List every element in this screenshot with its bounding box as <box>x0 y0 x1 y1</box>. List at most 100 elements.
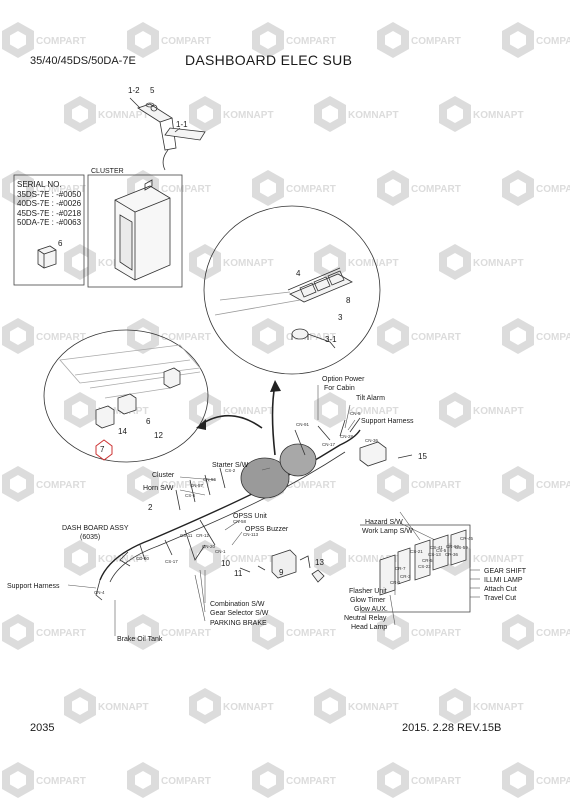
cluster-box-label: CLUSTER <box>91 168 124 175</box>
detail-circle-top <box>203 205 381 375</box>
watermark-text: KOMNAPT <box>223 110 274 121</box>
label-travel-cut: Travel Cut <box>484 595 516 602</box>
part-number: 10 <box>221 559 230 568</box>
watermark-text: KOMNAPT <box>223 406 274 417</box>
watermark-text: COMPART <box>161 184 211 195</box>
watermark-text: KOMNAPT <box>473 554 524 565</box>
watermark-text: COMPART <box>411 36 461 47</box>
label-tilt-alarm: Tilt Alarm <box>356 395 385 402</box>
connector-code: CR-62 <box>446 544 460 549</box>
arrow-to-left-detail <box>199 414 263 429</box>
page-title: DASHBOARD ELEC SUB <box>185 52 353 68</box>
label-glow-timer: Glow Timer <box>350 597 386 604</box>
watermark-text: COMPART <box>286 332 336 343</box>
watermark-text: KOMNAPT <box>473 702 524 713</box>
part-7-highlight <box>95 439 113 461</box>
label-combination-sw: Combination S/W <box>210 601 265 608</box>
connector-code: CS-5 <box>185 493 196 498</box>
relay-7-drawing <box>95 367 181 429</box>
serial-row: 40DS-7E : -#0026 <box>17 199 82 208</box>
buzzer-drawing <box>291 328 336 349</box>
connector-code: CR-3 <box>400 574 411 579</box>
relay-6-drawing <box>37 245 57 269</box>
watermark-text: COMPART <box>286 776 336 787</box>
small-parts-drawing <box>239 549 325 583</box>
watermark-text: KOMNAPT <box>348 258 399 269</box>
part-number: 8 <box>346 296 351 305</box>
connector-code: CN-58 <box>233 519 247 524</box>
connector-code: CN-4 <box>94 590 105 595</box>
connector-code: CR-45 <box>460 536 474 541</box>
label-gear-shift: GEAR SHIFT <box>484 568 527 575</box>
connector-code: CN-28 <box>340 434 354 439</box>
watermark-text: COMPART <box>161 36 211 47</box>
part-number: 5 <box>150 86 155 95</box>
watermark-text: COMPART <box>411 628 461 639</box>
watermark-text: COMPART <box>36 36 86 47</box>
watermark-text: COMPART <box>286 36 336 47</box>
label-for-cabin: For Cabin <box>324 385 355 392</box>
connector-code: CN-5 <box>350 411 361 416</box>
connector-code: CN-56 <box>203 477 217 482</box>
label-attach-cut: Attach Cut <box>484 586 517 593</box>
connector-code: CR-5 <box>422 558 433 563</box>
watermark-text: COMPART <box>286 184 336 195</box>
serial-number-block: SERIAL NO. 35DS-7E : -#0050 40DS-7E : -#… <box>17 180 81 228</box>
connector-code: CR-12 <box>196 533 210 538</box>
revision-date: 2015. 2.28 REV.15B <box>402 722 502 734</box>
label-dash-board-number: (6035) <box>80 534 100 541</box>
leader-lines <box>67 385 480 636</box>
watermark-text: KOMNAPT <box>223 702 274 713</box>
model-label: 35/40/45DS/50DA-7E <box>30 55 136 67</box>
part-number: 12 <box>154 431 163 440</box>
serial-box <box>13 174 85 286</box>
part-number: 13 <box>315 558 324 567</box>
connector-code: CN-17 <box>322 442 336 447</box>
connector-code: CS-2 <box>225 468 236 473</box>
watermark-text: COMPART <box>536 628 570 639</box>
watermark-text: KOMNAPT <box>223 258 274 269</box>
part-number: 9 <box>279 568 284 577</box>
watermark-text: COMPART <box>536 184 570 195</box>
part-number: 1-2 <box>128 86 140 95</box>
watermark-text: COMPART <box>161 332 211 343</box>
watermark-text: COMPART <box>536 480 570 491</box>
label-opss-unit: OPSS Unit <box>233 513 267 520</box>
serial-row: 35DS-7E : -#0050 <box>17 189 82 199</box>
combination-switch-drawing <box>137 102 206 171</box>
connector-code: CN-1 <box>215 549 226 554</box>
label-glow-aux: Glow AUX. <box>354 606 388 613</box>
watermark-text: COMPART <box>536 776 570 787</box>
watermark-text: COMPART <box>161 776 211 787</box>
connector-code: CR-1 <box>390 580 401 585</box>
connector-code: CS-5 <box>436 548 447 553</box>
connector-code: CS-13 <box>428 552 441 557</box>
part-number: 14 <box>118 427 127 436</box>
watermark-text: COMPART <box>411 480 461 491</box>
label-dash-board-assy: DASH BOARD ASSY <box>62 525 129 532</box>
label-option-power: Option Power <box>322 376 365 383</box>
connector-code: CS-41 <box>430 545 443 550</box>
watermark-text: COMPART <box>161 480 211 491</box>
connector-code: CN-36 <box>365 438 379 443</box>
label-starter-sw: Starter S/W <box>212 462 249 469</box>
watermark-text: KOMNAPT <box>348 110 399 121</box>
connector-code: CS-17 <box>165 559 178 564</box>
watermark-text: COMPART <box>36 332 86 343</box>
page-number: 2035 <box>30 722 55 734</box>
dash-underside-drawing <box>59 344 201 399</box>
watermark-text: KOMNAPT <box>98 702 149 713</box>
part-number: 6 <box>146 417 151 426</box>
watermark-text: COMPART <box>36 480 86 491</box>
watermark-text: COMPART <box>411 184 461 195</box>
connector-code: CS-21 <box>410 549 423 554</box>
part-number: 11 <box>234 569 243 578</box>
watermark-text: KOMNAPT <box>348 406 399 417</box>
label-illmi-lamp: ILLMI LAMP <box>484 577 523 584</box>
connector-code: CS-23 <box>418 564 431 569</box>
detail-circle-left <box>43 329 209 463</box>
connector-code: CN-57 <box>190 483 204 488</box>
label-parking-brake: PARKING BRAKE <box>210 620 267 627</box>
watermark-text: COMPART <box>36 184 86 195</box>
